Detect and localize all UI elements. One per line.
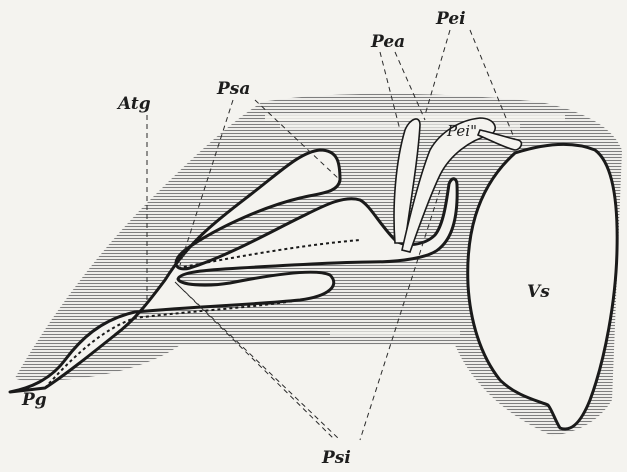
label-psa: Psa bbox=[216, 79, 250, 99]
label-pei: Pei bbox=[435, 9, 466, 29]
label-vs: Vs bbox=[527, 282, 550, 302]
label-pg: Pg bbox=[21, 390, 47, 410]
label-atg: Atg bbox=[116, 94, 151, 114]
label-psi: Psi bbox=[321, 448, 351, 468]
label-pea: Pea bbox=[370, 32, 405, 52]
label-pei-double-prime: Pei" bbox=[446, 122, 477, 140]
